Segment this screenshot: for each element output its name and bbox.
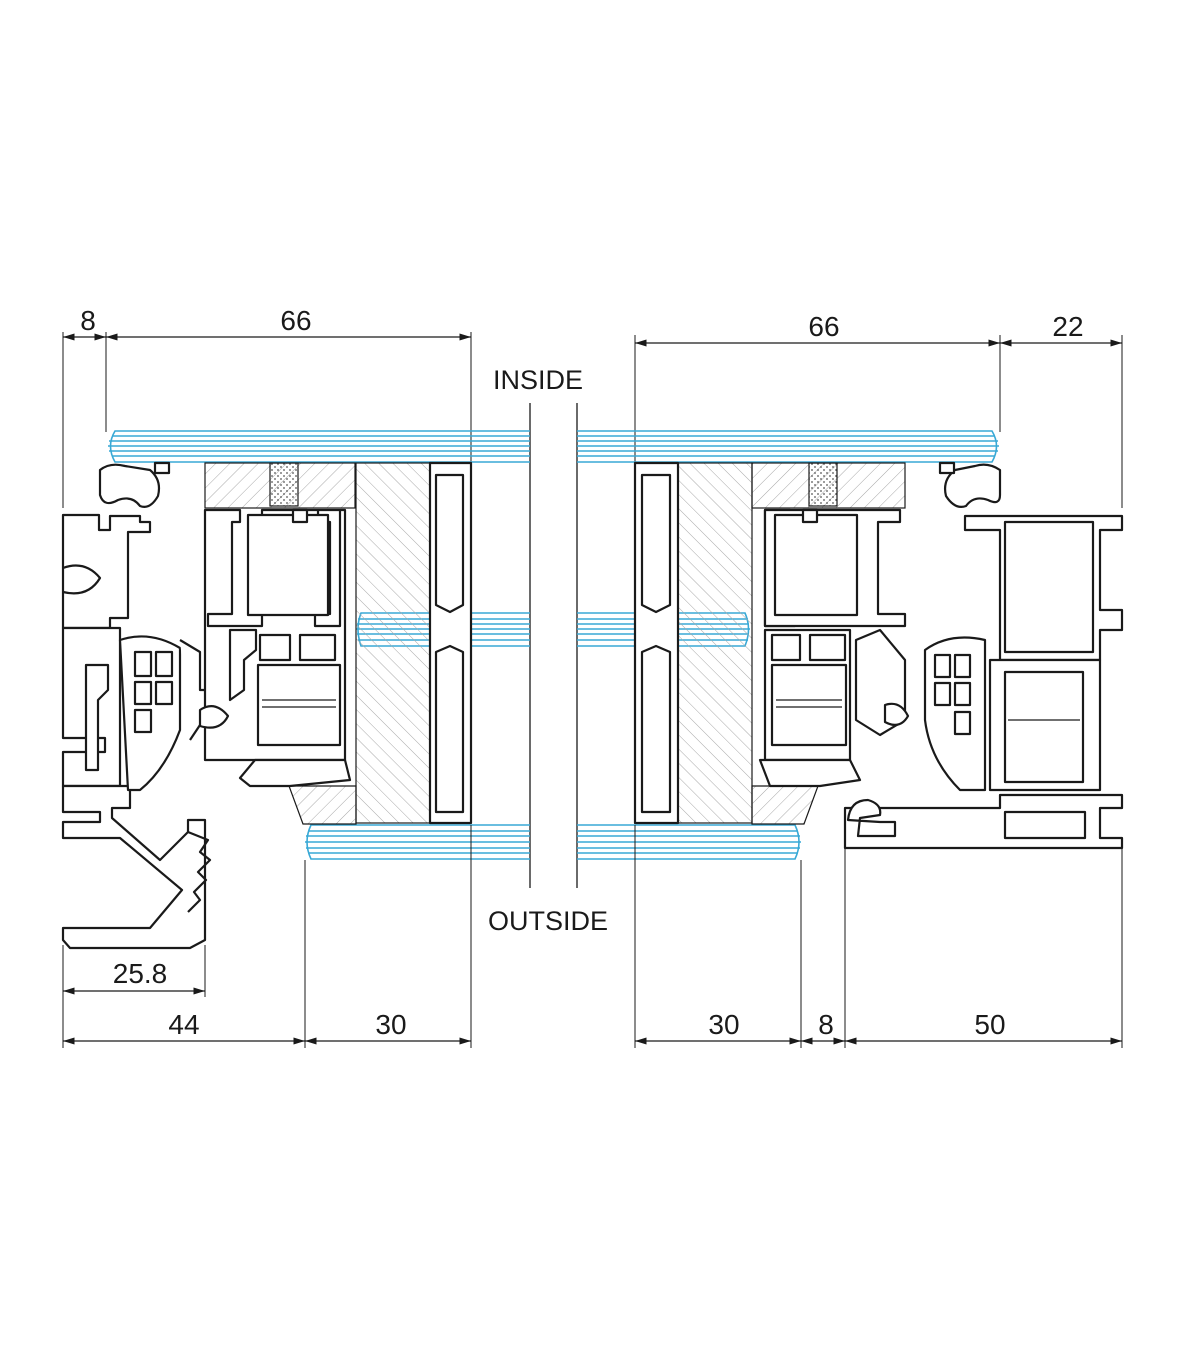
- dim-top-left-small: 8: [80, 305, 96, 336]
- dim-top-left-main: 66: [280, 305, 311, 336]
- dim-bottom-left-glass: 30: [375, 1009, 406, 1040]
- insulation-blocks: [204, 462, 906, 825]
- right-sash-profile: [758, 508, 910, 788]
- dim-bottom-right-main: 50: [974, 1009, 1005, 1040]
- dim-top-right-small: 22: [1052, 311, 1083, 342]
- dim-bottom-right-small: 8: [818, 1009, 834, 1040]
- bottom-dimensions: 25.8 44 30 30 8 50: [62, 825, 1123, 1048]
- dim-top-right-main: 66: [808, 311, 839, 342]
- dim-bottom-left-main: 44: [168, 1009, 199, 1040]
- left-sash-profile: [198, 508, 352, 788]
- glass-bottom-left: [305, 824, 530, 860]
- dim-bottom-left-lower: 25.8: [113, 958, 168, 989]
- right-glazing-bead: [633, 461, 680, 825]
- left-frame-profile: [61, 461, 230, 950]
- inside-label: INSIDE: [493, 365, 583, 395]
- glass-top-right: [577, 430, 999, 463]
- top-dimensions: 8 66 66 22: [62, 305, 1123, 508]
- glass-top-left: [108, 430, 530, 463]
- left-glazing-bead: [428, 461, 473, 825]
- glass-bottom-right: [577, 824, 801, 860]
- dim-bottom-right-glass: 30: [708, 1009, 739, 1040]
- right-frame-profile: [843, 461, 1124, 850]
- outside-label: OUTSIDE: [488, 906, 608, 936]
